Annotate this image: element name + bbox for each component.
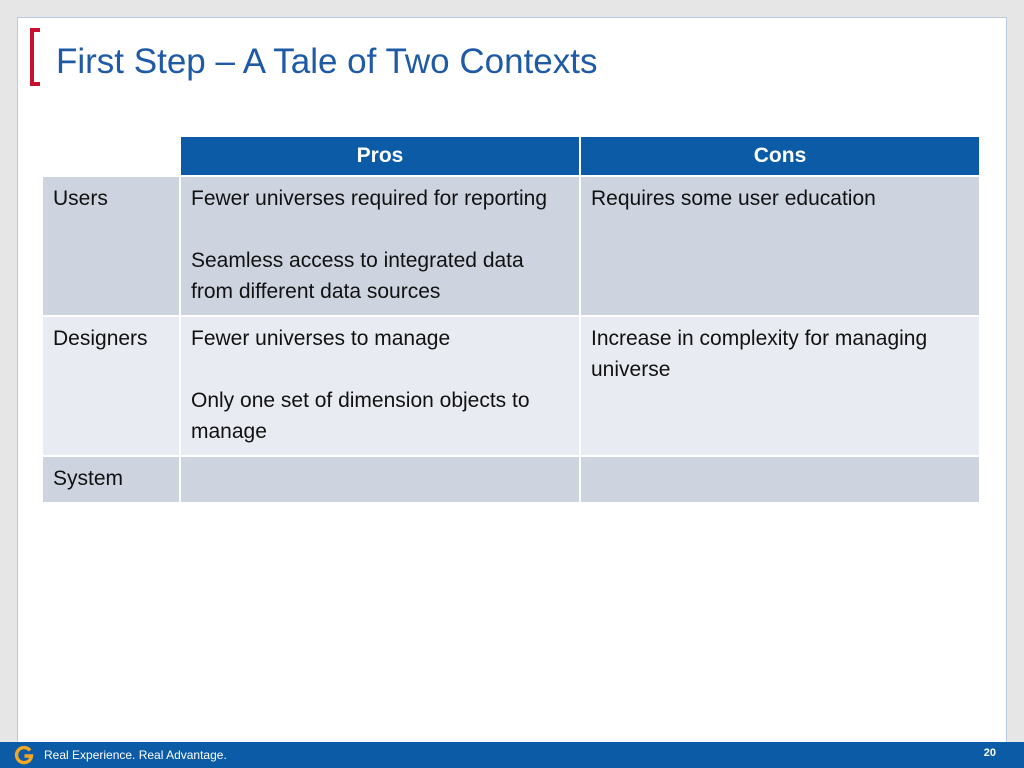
header-cons: Cons (581, 137, 979, 175)
pros-item: Only one set of dimension objects to man… (191, 389, 530, 443)
row-label: Designers (43, 317, 179, 455)
pros-item: Fewer universes required for reporting (191, 187, 547, 210)
cons-item: Requires some user education (591, 187, 876, 210)
footer-tagline: Real Experience. Real Advantage. (44, 748, 227, 762)
footer-bar: Real Experience. Real Advantage. 20 (0, 742, 1024, 768)
g-logo-icon (14, 745, 34, 765)
cons-cell (581, 457, 979, 502)
cons-item: Increase in complexity for managing univ… (591, 327, 928, 381)
pros-item: Seamless access to integrated data from … (191, 249, 524, 303)
slide-title: First Step – A Tale of Two Contexts (56, 42, 598, 81)
pros-cell: Fewer universes to manage Only one set o… (181, 317, 579, 455)
cons-cell: Increase in complexity for managing univ… (581, 317, 979, 455)
title-bracket-decoration (30, 28, 40, 86)
pros-cell: Fewer universes required for reporting S… (181, 177, 579, 315)
page-number: 20 (983, 747, 996, 759)
table-header-row: Pros Cons (43, 137, 979, 175)
table-row: System (43, 457, 979, 502)
table-row: Designers Fewer universes to manage Only… (43, 317, 979, 455)
header-corner-cell (43, 137, 179, 175)
header-pros: Pros (181, 137, 579, 175)
pros-cons-table: Pros Cons Users Fewer universes required… (41, 135, 981, 504)
cons-cell: Requires some user education (581, 177, 979, 315)
pros-item: Fewer universes to manage (191, 327, 451, 350)
table-row: Users Fewer universes required for repor… (43, 177, 979, 315)
pros-cell (181, 457, 579, 502)
row-label: Users (43, 177, 179, 315)
row-label: System (43, 457, 179, 502)
